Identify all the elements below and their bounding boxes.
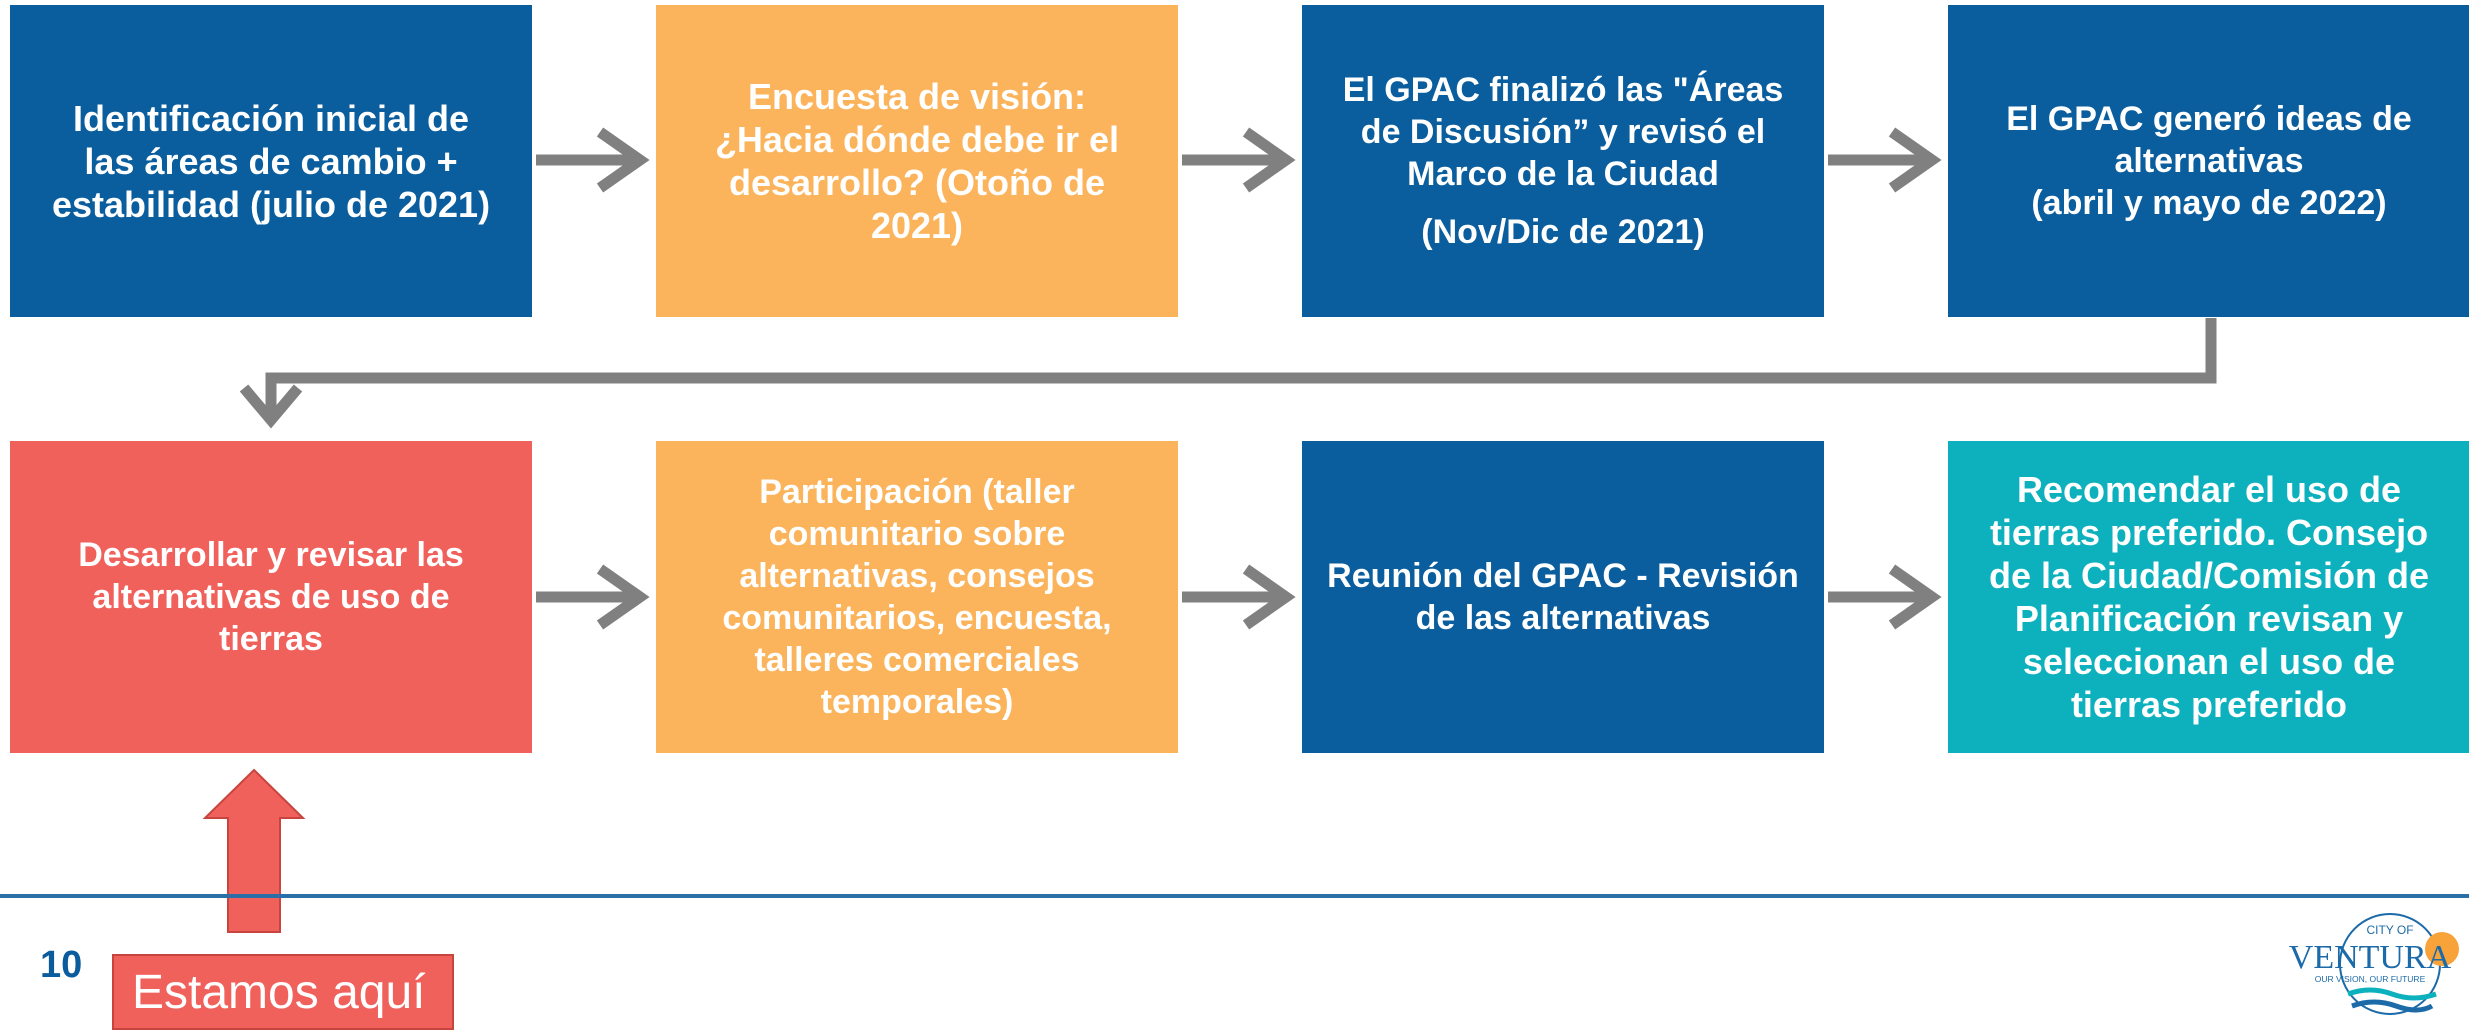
step-box-5: Desarrollar y revisar las alternativas d… [10,441,532,753]
step-text-6: Participación (taller comunitario sobre … [722,473,1112,721]
arrow-right-3-4 [1828,127,1942,193]
step-text-8: Recomendar el uso de tierras preferido. … [1988,469,2430,725]
footer-divider [0,894,2469,898]
logo-wave-2-icon [2351,999,2434,1013]
connector-4-to-5 [239,318,2217,429]
logo-tagline: OUR VISION, OUR FUTURE [2315,974,2426,984]
step-box-4: El GPAC generó ideas de alternativas (ab… [1948,5,2469,317]
step-text-1: Identificación inicial de las áreas de c… [51,97,491,225]
step-box-6: Participación (taller comunitario sobre … [656,441,1178,753]
page-number: 10 [40,944,83,986]
step-box-2: Encuesta de visión: ¿Hacia dónde debe ir… [656,5,1178,317]
here-label: Estamos aquí [112,954,454,1030]
step-text-3: El GPAC finalizó las "Áreas de Discusión… [1342,71,1784,193]
arrow-right-1-2 [536,127,650,193]
arrow-right-7-8 [1828,564,1942,630]
step-box-7: Reunión del GPAC - Revisión de las alter… [1302,441,1824,753]
arrow-right-6-7 [1182,564,1296,630]
logo-wave-icon [2347,987,2437,1001]
step-text-4: El GPAC generó ideas de alternativas (ab… [2006,100,2412,222]
step-subtext-3: (Nov/Dic de 2021) [1421,213,1705,251]
step-text-2: Encuesta de visión: ¿Hacia dónde debe ir… [714,76,1120,246]
step-box-3: El GPAC finalizó las "Áreas de Discusión… [1302,5,1824,317]
here-arrow [202,768,306,933]
logo-top: CITY OF [2366,923,2413,937]
step-box-8: Recomendar el uso de tierras preferido. … [1948,441,2469,753]
arrow-right-2-3 [1182,127,1296,193]
step-text-5: Desarrollar y revisar las alternativas d… [78,536,464,658]
arrow-right-5-6 [536,564,650,630]
logo-name: VENTURA [2289,939,2452,976]
step-text-7: Reunión del GPAC - Revisión de las alter… [1327,557,1799,637]
logo-sun-icon [2425,932,2459,966]
step-box-1: Identificación inicial de las áreas de c… [10,5,532,317]
ventura-logo: CITY OF VENTURA OUR VISION, OUR FUTURE [2289,913,2459,1015]
